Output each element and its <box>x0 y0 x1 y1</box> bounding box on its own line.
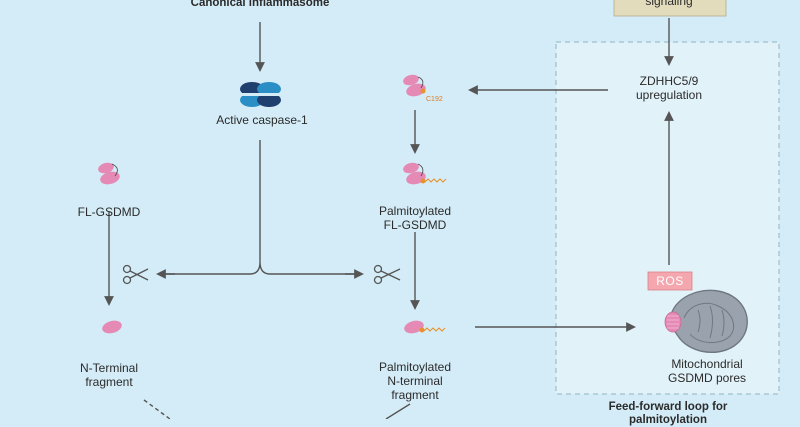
scissors-icon-right <box>373 264 401 285</box>
label-zdhhc-line2: upregulation <box>635 88 703 102</box>
palmitoylated-fl-gsdmd-icon <box>403 162 447 185</box>
label-palmitoylated-nt-line2: N-terminal <box>387 374 443 388</box>
label-n-terminal-line1: N-Terminal <box>79 361 139 375</box>
ros-box <box>647 271 693 291</box>
label-signaling: signaling <box>645 0 693 8</box>
gsdmd-c192-icon <box>403 74 426 97</box>
caspase-cleavage-bracket <box>160 140 360 275</box>
label-mitochondrial-line1: Mitochondrial <box>671 357 743 371</box>
label-feed-forward-line1: Feed-forward loop for <box>608 401 728 413</box>
label-feed-forward-line2: palmitoylation <box>629 414 707 426</box>
caspase-1-icon <box>240 82 281 107</box>
n-terminal-fragment-icon <box>102 320 122 334</box>
label-fl-gsdmd: FL-GSDMD <box>77 205 141 219</box>
dashed-line-bottom <box>143 399 171 420</box>
label-n-terminal-line2: fragment <box>85 375 133 389</box>
label-ros: ROS <box>656 274 684 288</box>
line-bottom <box>385 403 411 420</box>
label-palmitoylated-nt-line1: Palmitoylated <box>378 360 452 374</box>
palmitoylated-n-terminal-icon <box>404 320 446 334</box>
fl-gsdmd-icon <box>98 162 120 185</box>
label-mitochondrial-line2: GSDMD pores <box>667 371 747 385</box>
label-active-caspase-1: Active caspase-1 <box>216 113 308 127</box>
mitochondrion-icon <box>664 289 748 353</box>
label-canonical-inflammasome: Canonical inflammasome <box>190 0 330 9</box>
label-palmitoylated-fl-line2: FL-GSDMD <box>383 218 447 232</box>
label-zdhhc-line1: ZDHHC5/9 <box>639 74 699 88</box>
label-palmitoylated-fl-line1: Palmitoylated <box>378 204 452 218</box>
scissors-icon-left <box>122 264 149 285</box>
signaling-box <box>613 0 727 17</box>
label-palmitoylated-nt-line3: fragment <box>391 388 439 402</box>
label-c192: C192 <box>426 96 443 103</box>
